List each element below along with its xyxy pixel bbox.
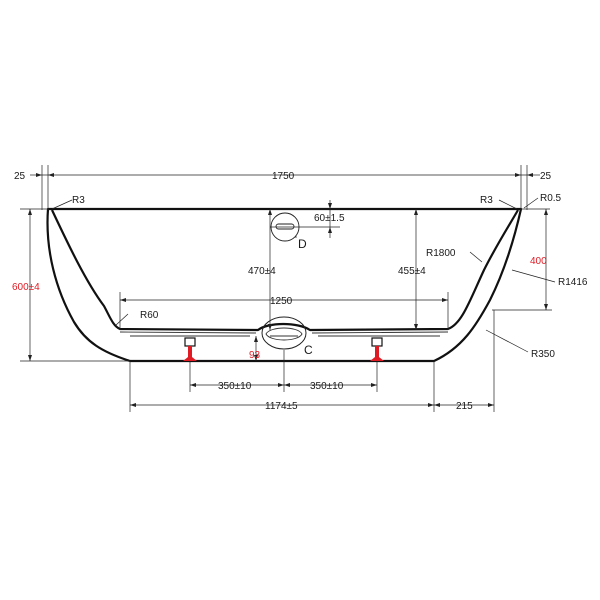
dim-drain-height: 93 (249, 350, 261, 361)
dim-base-right-offset: 215 (456, 401, 473, 412)
dim-right-rim: 25 (540, 171, 552, 182)
dim-overall-length: 1750 (272, 171, 295, 182)
drain-label: C (304, 343, 313, 357)
radius-leaders (51, 197, 556, 353)
dimension-lines (20, 165, 552, 412)
dim-total-height: 600±4 (12, 282, 40, 293)
dim-back-height: 400 (530, 256, 547, 267)
dimension-labels: 25 1750 25 R3 R3 R0.5 60±1.5 D 470±4 455… (12, 171, 588, 412)
dim-drain-depth: 470±4 (248, 266, 276, 277)
dim-inner-depth: 455±4 (398, 266, 426, 277)
tub-outline (46, 207, 523, 363)
tub-inner-basin (51, 209, 519, 332)
drain-c (261, 316, 307, 350)
dim-foot-left: 350±10 (218, 381, 252, 392)
dim-inner-length: 1250 (270, 296, 293, 307)
arrowheads (28, 173, 548, 407)
dim-r1800: R1800 (426, 248, 456, 259)
dim-r3-right: R3 (480, 195, 493, 206)
dim-r3-left: R3 (72, 195, 85, 206)
dim-left-rim: 25 (14, 171, 26, 182)
feet (183, 337, 384, 361)
dim-base-length: 1174±5 (265, 401, 298, 412)
dim-r350: R350 (531, 349, 555, 360)
foot-left (183, 337, 197, 361)
dim-foot-right: 350±10 (310, 381, 344, 392)
tub-outer-shell (46, 207, 523, 363)
dim-r60: R60 (140, 310, 159, 321)
foot-right (370, 337, 384, 361)
overflow-label: D (298, 237, 307, 251)
dim-r05: R0.5 (540, 193, 562, 204)
dim-r1416: R1416 (558, 277, 588, 288)
tub-inner-floor (119, 331, 449, 334)
dim-overflow-offset: 60±1.5 (314, 213, 345, 224)
